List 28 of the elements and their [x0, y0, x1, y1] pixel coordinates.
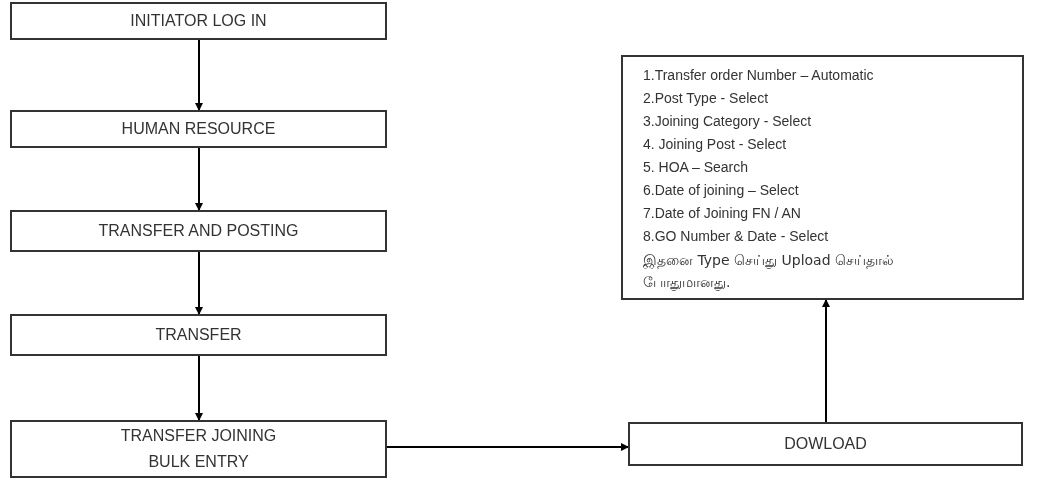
arrow [195, 147, 203, 211]
box-label: HUMAN RESOURCE [121, 119, 276, 139]
list-item: 1.Transfer order Number – Automatic [643, 66, 874, 85]
list-item: 4. Joining Post - Select [643, 135, 787, 154]
process-box [10, 210, 387, 252]
process-box [10, 2, 387, 40]
box-label: TRANSFER JOINING BULK ENTRY [119, 426, 278, 472]
list-item: 3.Joining Category - Select [643, 112, 812, 131]
list-item: 7.Date of Joining FN / AN [643, 204, 801, 223]
box-label: DOWLOAD [784, 434, 867, 454]
arrow [195, 39, 203, 111]
note-box [621, 55, 1024, 300]
list-item: 2.Post Type - Select [643, 89, 769, 108]
process-box [628, 422, 1023, 466]
process-box [10, 420, 387, 478]
box-label: TRANSFER AND POSTING [98, 221, 299, 241]
note-text: இதனை Type செய்து Upload செய்தால் போதுமானது. [643, 251, 895, 293]
arrow [386, 443, 629, 451]
box-label: INITIATOR LOG IN [130, 11, 267, 31]
arrow [195, 251, 203, 315]
box-label: TRANSFER [155, 325, 242, 345]
process-box [10, 314, 387, 356]
arrow [822, 299, 830, 423]
process-box [10, 110, 387, 148]
list-item: 8.GO Number & Date - Select [643, 227, 829, 246]
list-item: 6.Date of joining – Select [643, 181, 799, 200]
arrow [195, 355, 203, 421]
list-item: 5. HOA – Search [643, 158, 749, 177]
